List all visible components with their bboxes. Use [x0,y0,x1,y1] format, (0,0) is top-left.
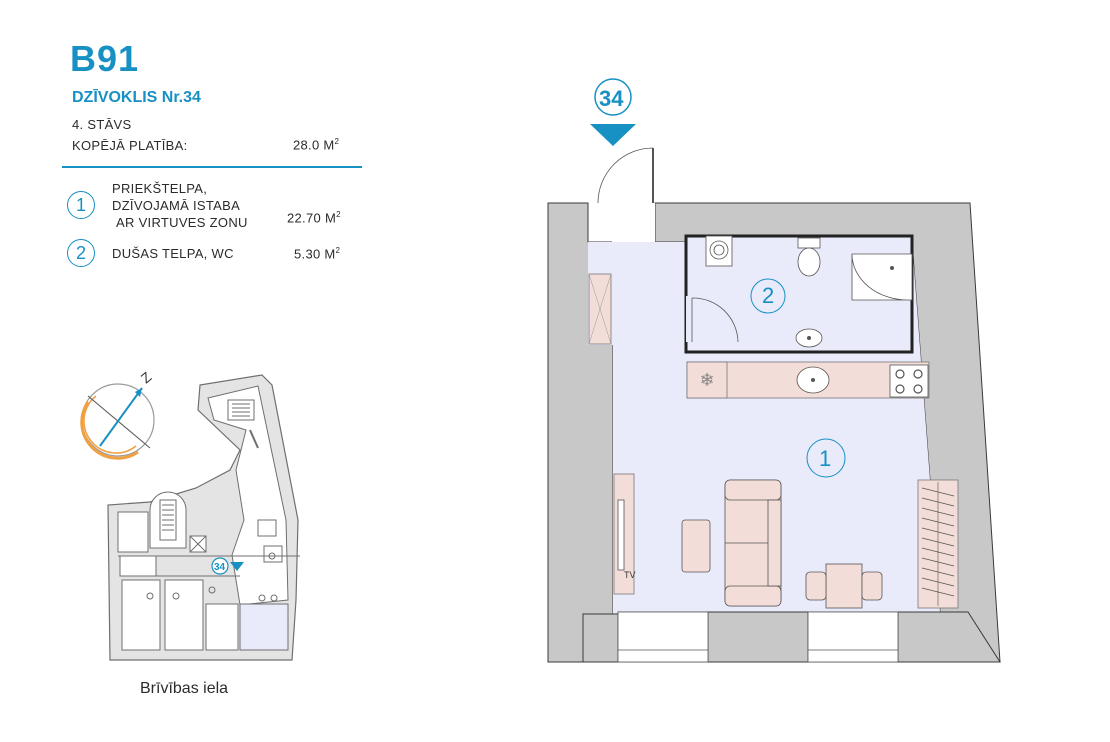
building-code: B91 [70,38,140,79]
compass-icon [80,383,155,460]
closet [917,479,959,609]
room-1-description: PRIEKŠTELPA, DZĪVOJAMĀ ISTABA AR VIRTUVE… [112,181,248,230]
north-label: Z [138,368,155,386]
room-2-label: 2 [762,283,774,308]
bathroom [684,234,914,354]
room-1-label: 1 [819,446,831,471]
apartment-title: DZĪVOKLIS Nr.34 [72,89,201,106]
tv-unit [613,473,635,595]
room-number-1: 1 [67,191,95,219]
room-number-2: 2 [67,239,95,267]
header-divider [62,166,362,168]
key-plan-badge-text: 34 [214,562,226,573]
key-plan-apartment-marker [211,557,244,575]
floor-label: 4. STĀVS [72,117,132,132]
dining-set [805,563,883,609]
room-2-description: DUŠAS TELPA, WC [112,246,234,261]
total-area-label: KOPĒJĀ PLATĪBA: [72,138,188,153]
fridge-icon: ❄ [699,370,714,391]
tv-label: TV [624,570,636,580]
kitchen-counter: ❄ [686,361,930,399]
entrance-door [597,147,655,242]
street-name: Brīvības iela [140,680,229,697]
coffee-table [681,519,711,573]
wardrobe [588,273,612,345]
room-1-area: 22.70 M2 [287,210,341,226]
key-plan [107,374,300,661]
apartment-badge [590,78,636,146]
apartment-badge-text: 34 [599,86,624,111]
sofa [724,479,782,607]
room-2-area: 5.30 M2 [294,246,341,262]
total-area-value: 28.0 M2 [293,137,340,153]
wall-piers [582,611,1001,663]
